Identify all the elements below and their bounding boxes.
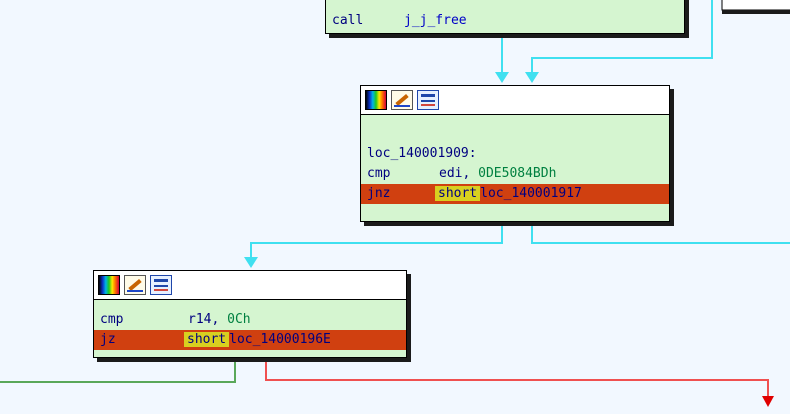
edge-arrowhead <box>495 72 509 83</box>
graph-overview-icon[interactable] <box>417 90 439 110</box>
edge-right-to-middle[interactable] <box>531 0 713 73</box>
palette-icon[interactable] <box>98 275 120 295</box>
graph-overview-icon[interactable] <box>150 275 172 295</box>
jump-target[interactable]: loc_140001917 <box>480 186 582 201</box>
offscreen-block-shadow <box>722 10 790 14</box>
instruction-line[interactable]: call j_j_free <box>326 11 684 31</box>
jump-target[interactable]: loc_14000196E <box>229 332 331 347</box>
edge-arrowhead <box>525 72 539 83</box>
mnemonic: jnz <box>367 186 391 201</box>
edge-bottom-true[interactable] <box>0 358 236 383</box>
immediate-operand: 0Ch <box>227 312 251 327</box>
spacer-line <box>361 115 669 135</box>
edit-color-icon[interactable] <box>124 275 146 295</box>
instruction-line[interactable]: cmp r14, 0Ch <box>94 310 406 330</box>
palette-icon[interactable] <box>365 90 387 110</box>
spacer-line <box>94 300 406 310</box>
edit-color-icon[interactable] <box>391 90 413 110</box>
instruction-line[interactable]: cmp edi, 0DE5084BDh <box>361 164 669 184</box>
short-keyword: short <box>184 332 230 347</box>
code-block-middle[interactable]: loc_140001909: cmp edi, 0DE5084BDh jnz sho… <box>360 85 670 222</box>
call-target[interactable]: j_j_free <box>404 13 467 28</box>
mnemonic: cmp <box>367 166 391 181</box>
block-header <box>94 271 406 300</box>
edge-arrowhead <box>244 257 258 268</box>
register-operand: edi, <box>439 166 479 181</box>
location-label[interactable]: loc_140001909: <box>367 146 477 161</box>
mnemonic: cmp <box>100 312 124 327</box>
mnemonic: call <box>332 13 364 28</box>
edge-middle-to-bottom[interactable] <box>250 222 503 258</box>
block-header <box>361 86 669 115</box>
short-keyword: short <box>435 186 481 201</box>
immediate-operand: 0DE5084BDh <box>478 166 557 181</box>
edge-middle-right-offscreen[interactable] <box>531 222 790 244</box>
code-block-top[interactable]: call j_j_free <box>325 0 685 34</box>
offscreen-block-fragment <box>721 0 790 11</box>
mnemonic: jz <box>100 332 116 347</box>
edge-arrowhead-false <box>762 396 774 407</box>
edge-bottom-false[interactable] <box>265 358 769 398</box>
register-operand: r14, <box>188 312 228 327</box>
